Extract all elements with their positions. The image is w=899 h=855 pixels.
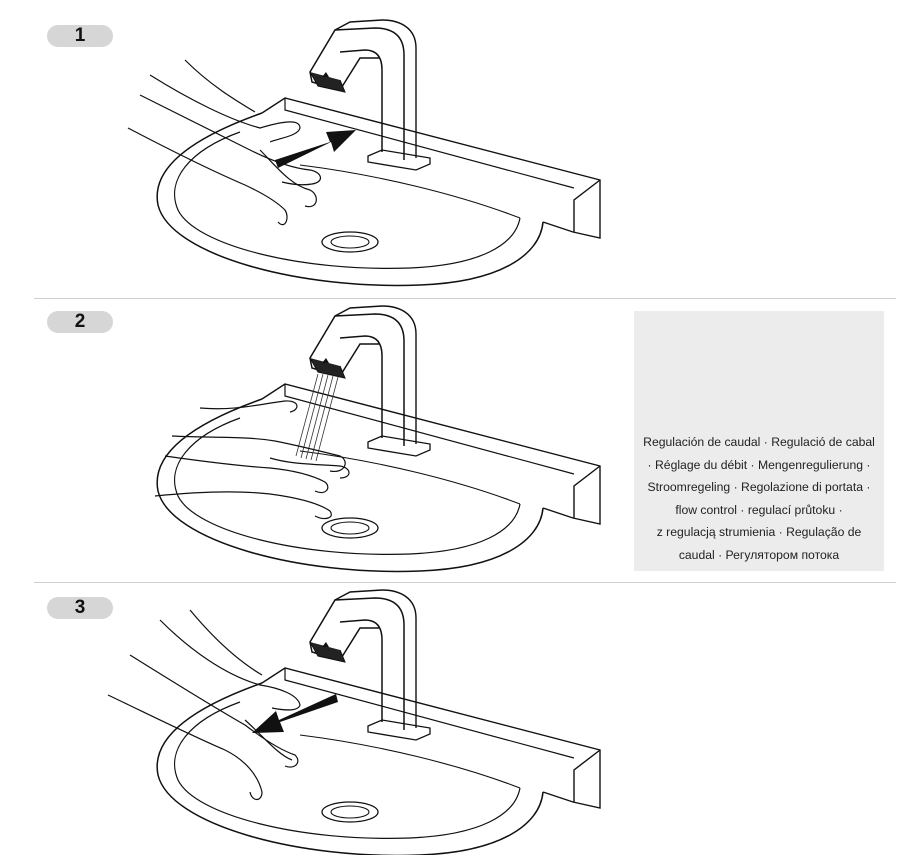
step-number-badge: 1 [47,25,113,47]
step-1-illustration [127,19,601,287]
step-3-illustration [107,589,601,855]
caption-line: flow control · regulací průtoku · [675,502,843,517]
caption-line: · Réglage du débit · Mengenregulierung · [647,457,871,472]
caption-line: z regulacją strumienia · Regulação de [656,525,862,539]
caption-line: caudal · Регулятором потока [678,547,840,562]
step-2-illustration [154,305,601,573]
flow-control-caption: Regulación de caudal · Regulació de caba… [634,431,884,566]
hands-icon [127,59,321,226]
flow-control-info-box: Regulación de caudal · Regulació de caba… [634,311,884,571]
arrow-icon [275,130,356,168]
caption-line: Stroomregeling · Regolazione di portata … [647,480,871,494]
step-number-badge: 2 [47,311,113,333]
section-divider [34,298,896,299]
hands-icon [107,609,301,801]
arrow-icon [252,694,338,733]
caption-line: Regulación de caudal · Regulació de caba… [643,435,875,449]
water-stream-icon [295,373,339,462]
step-number-badge: 3 [47,597,113,619]
hands-icon [154,400,350,520]
section-divider [34,582,896,583]
